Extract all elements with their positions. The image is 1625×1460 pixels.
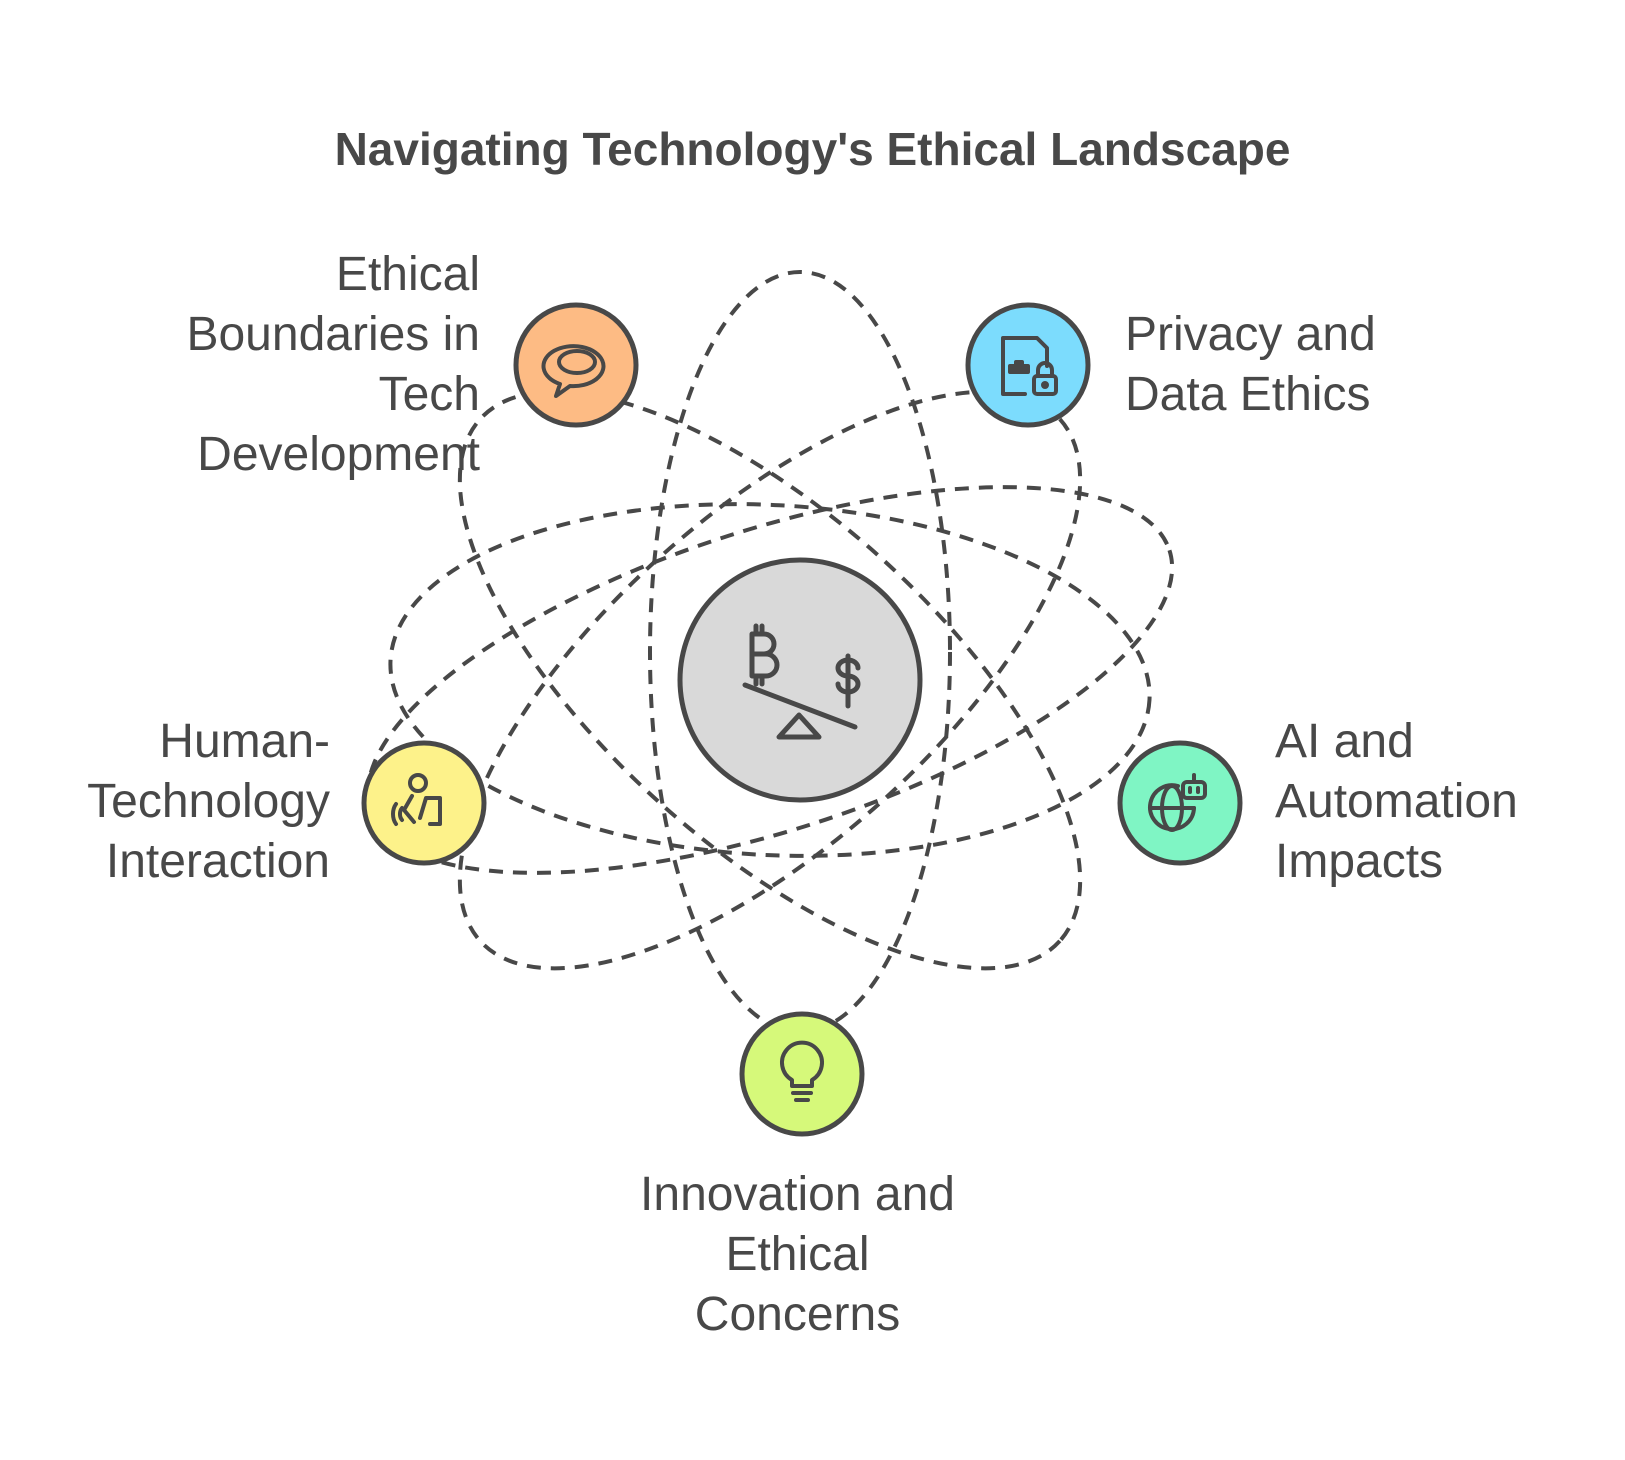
robot-globe-icon — [1148, 773, 1207, 832]
node-circle-innovation — [739, 1011, 865, 1137]
label-innovation: Innovation and Ethical Concerns — [640, 1168, 955, 1341]
orbit-diagonal-a — [457, 389, 1083, 971]
node-innovation — [739, 1011, 865, 1137]
locked-document-icon — [1001, 336, 1058, 396]
node-ai-automation — [1117, 740, 1243, 866]
center-node — [677, 557, 923, 803]
label-ethical-boundaries: Ethical Boundaries in Tech Development — [186, 248, 480, 481]
orbit-horizontal — [388, 502, 1152, 858]
node-human-tech — [361, 740, 487, 866]
touch-device-icon — [391, 773, 442, 826]
speech-bubble-icon — [541, 344, 606, 398]
label-human-tech: Human- Technology Interaction — [87, 715, 330, 888]
center-circle — [677, 557, 923, 803]
node-circle-ethical-boundaries — [513, 302, 639, 428]
lightbulb-icon — [780, 1040, 824, 1102]
node-ethical-boundaries — [513, 302, 639, 428]
label-privacy: Privacy and Data Ethics — [1125, 308, 1376, 421]
diagram-title: Navigating Technology's Ethical Landscap… — [334, 123, 1291, 175]
label-ai-automation: AI and Automation Impacts — [1275, 715, 1518, 888]
balance-scale-bitcoin-dollar-icon — [742, 623, 861, 740]
node-privacy — [965, 302, 1091, 428]
